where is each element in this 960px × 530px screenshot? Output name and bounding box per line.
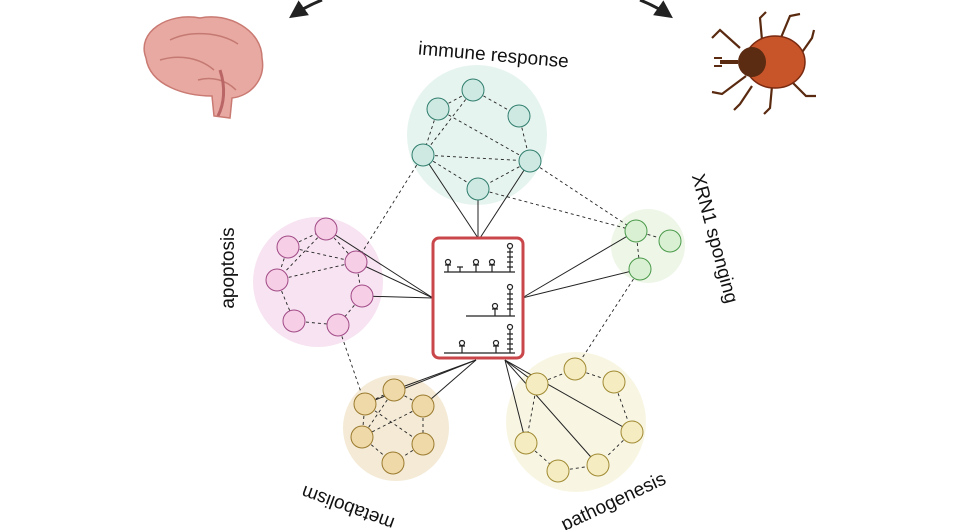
node-apoptosis (314, 217, 338, 241)
edge-to-center (393, 359, 477, 391)
arrow-right (639, 0, 673, 19)
edge-to-center (355, 261, 434, 299)
node-apoptosis (265, 268, 289, 292)
arrow-left (289, 0, 323, 19)
edge-to-center (521, 230, 637, 299)
node-pathogenesis (602, 370, 626, 394)
edge-cross-module (477, 188, 637, 232)
node-xrn1 (628, 257, 652, 281)
nodes (265, 78, 682, 483)
edge-to-center (521, 268, 641, 299)
node-pathogenesis (586, 453, 610, 477)
node-immune (507, 104, 531, 128)
edge-cross-module (574, 268, 641, 370)
tick-illustration (711, 11, 816, 115)
node-apoptosis (344, 250, 368, 274)
node-immune (411, 143, 435, 167)
node-immune (461, 78, 485, 102)
edge-cross-module (529, 160, 637, 232)
edge-to-center (504, 359, 599, 466)
edge-to-center (422, 359, 477, 407)
node-apoptosis (350, 284, 374, 308)
node-apoptosis (326, 313, 350, 337)
node-pathogenesis (563, 357, 587, 381)
edge-immune (422, 89, 474, 156)
edge-immune (422, 154, 479, 190)
label-apoptosis: apoptosis (218, 227, 239, 308)
node-metabolism (411, 394, 435, 418)
node-pathogenesis (525, 372, 549, 396)
edge-cross-module (337, 324, 366, 405)
center-rna-box (431, 236, 525, 360)
edge-to-center (504, 359, 633, 433)
edge-to-center (325, 228, 434, 299)
node-xrn1 (658, 229, 682, 253)
label-metabolism: metabolism (299, 481, 397, 530)
edge-apoptosis (276, 261, 357, 281)
node-immune (426, 97, 450, 121)
node-pathogenesis (514, 431, 538, 455)
node-apoptosis (282, 309, 306, 333)
rna-structure-icon (444, 242, 515, 354)
human-brain-illustration (143, 16, 264, 119)
node-pathogenesis (546, 459, 570, 483)
edge-to-center (479, 160, 531, 239)
node-immune (518, 149, 542, 173)
node-metabolism (382, 378, 406, 402)
node-metabolism (411, 432, 435, 456)
edge-to-center (361, 295, 434, 299)
label-xrn1-sponging: XRN1 sponging (687, 172, 742, 306)
node-xrn1 (624, 219, 648, 243)
node-pathogenesis (620, 420, 644, 444)
node-metabolism (381, 451, 405, 475)
edge-to-center (422, 154, 479, 239)
node-apoptosis (276, 235, 300, 259)
node-metabolism (350, 425, 374, 449)
node-immune (466, 177, 490, 201)
edge-to-center (364, 359, 477, 405)
edge-to-center (504, 359, 527, 444)
node-metabolism (353, 392, 377, 416)
